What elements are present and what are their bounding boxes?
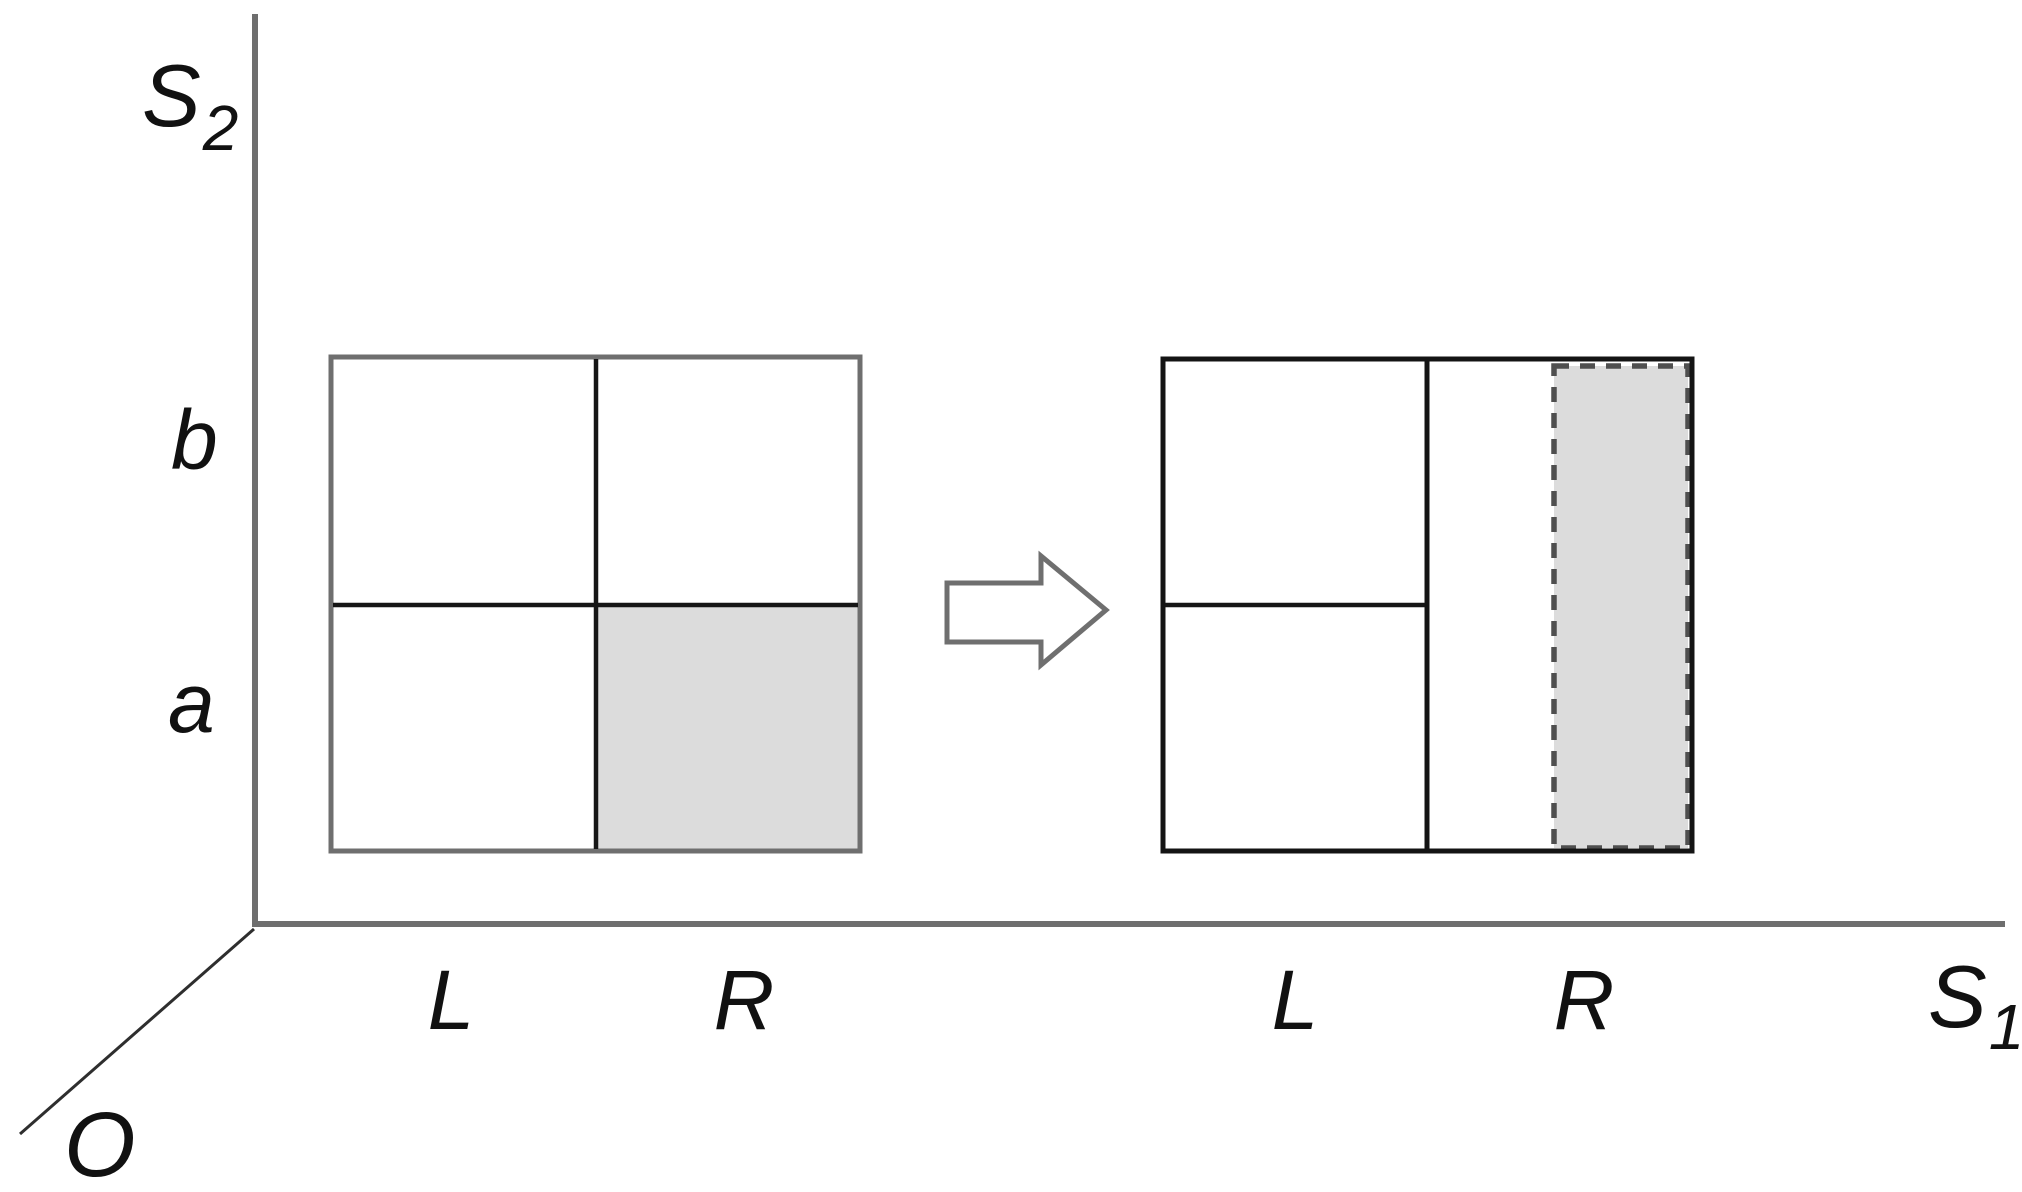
left-square-col-label-R: R	[714, 953, 775, 1047]
origin-label: O	[64, 1094, 136, 1192]
s1-axis-label-symbol: S	[1928, 947, 1987, 1046]
left-square	[328, 354, 863, 854]
s1-axis-label-subscript: 1	[1989, 991, 2022, 1063]
s2-axis-label: S2	[142, 46, 238, 164]
left-square-col-label-L: L	[428, 953, 475, 1047]
row-label-b: b	[171, 393, 218, 487]
s1-axis-label: S1	[1928, 947, 2022, 1063]
s2-axis-label-subscript: 2	[202, 92, 239, 164]
right-square-dashed-outline	[1551, 363, 1691, 851]
right-square	[1160, 356, 1695, 854]
left-square-shaded-cell-Ra	[596, 605, 859, 850]
right-square-col-label-R: R	[1554, 953, 1615, 1047]
row-label-a: a	[168, 656, 215, 750]
right-block-arrow-icon	[944, 550, 1110, 671]
s2-axis-label-symbol: S	[142, 46, 201, 145]
right-square-shaded-strip	[1554, 366, 1688, 848]
left-square-outline	[328, 354, 863, 854]
origin-diagonal-axis	[19, 927, 255, 1136]
right-square-col-label-L: L	[1272, 953, 1319, 1047]
